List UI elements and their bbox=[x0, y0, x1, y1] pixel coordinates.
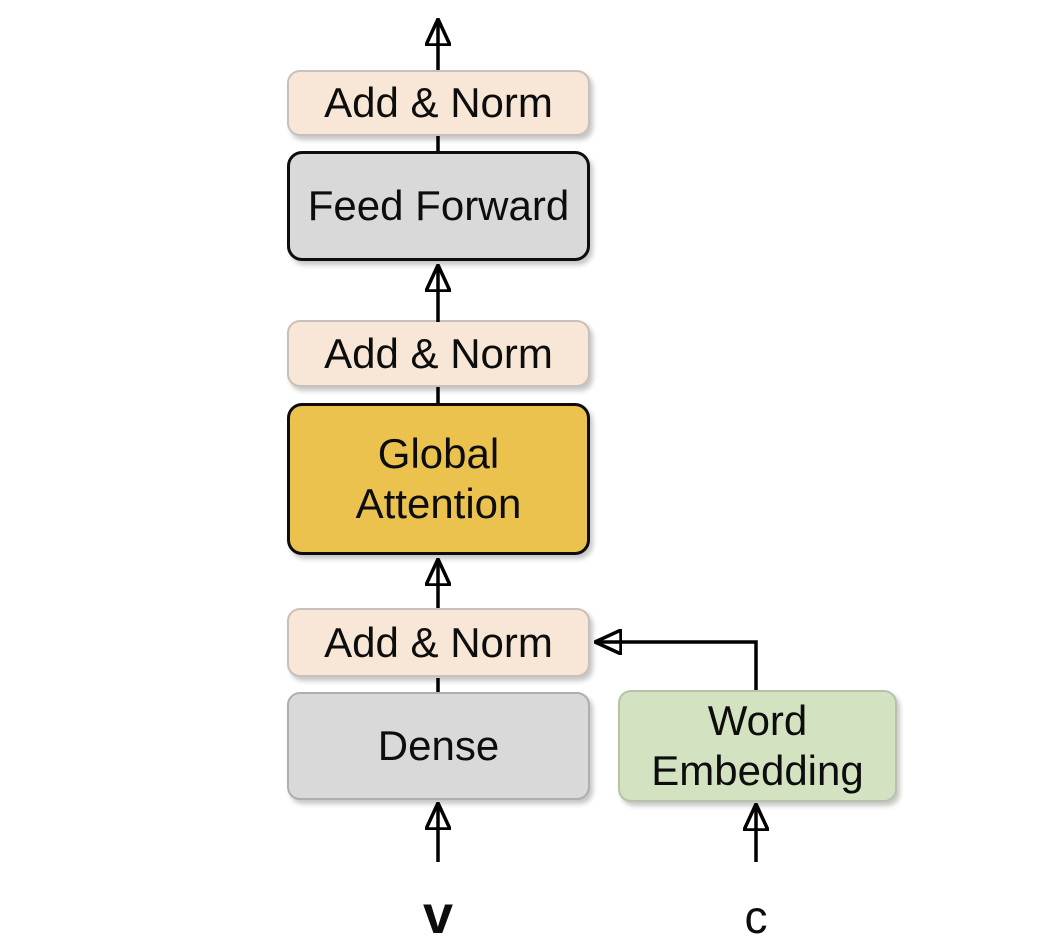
block-label: Word Embedding bbox=[651, 697, 864, 794]
block-add-norm-middle: Add & Norm bbox=[287, 320, 590, 387]
block-label: Feed Forward bbox=[307, 182, 570, 230]
block-add-norm-bottom: Add & Norm bbox=[287, 608, 590, 677]
block-word-embedding: Word Embedding bbox=[618, 690, 897, 802]
block-feed-forward: Feed Forward bbox=[287, 151, 590, 261]
input-label-c: c bbox=[744, 891, 768, 943]
block-label: Add & Norm bbox=[324, 79, 553, 127]
block-dense: Dense bbox=[287, 692, 590, 800]
block-global-attention: Global Attention bbox=[287, 403, 590, 555]
block-label: Dense bbox=[377, 722, 500, 770]
block-add-norm-top: Add & Norm bbox=[287, 70, 590, 136]
block-label: Global Attention bbox=[355, 430, 522, 527]
block-label: Add & Norm bbox=[324, 329, 553, 377]
block-label: Add & Norm bbox=[324, 618, 553, 666]
arrow-wordembedding-to-addnormbottom bbox=[598, 642, 758, 690]
input-label-v: v bbox=[422, 885, 454, 945]
